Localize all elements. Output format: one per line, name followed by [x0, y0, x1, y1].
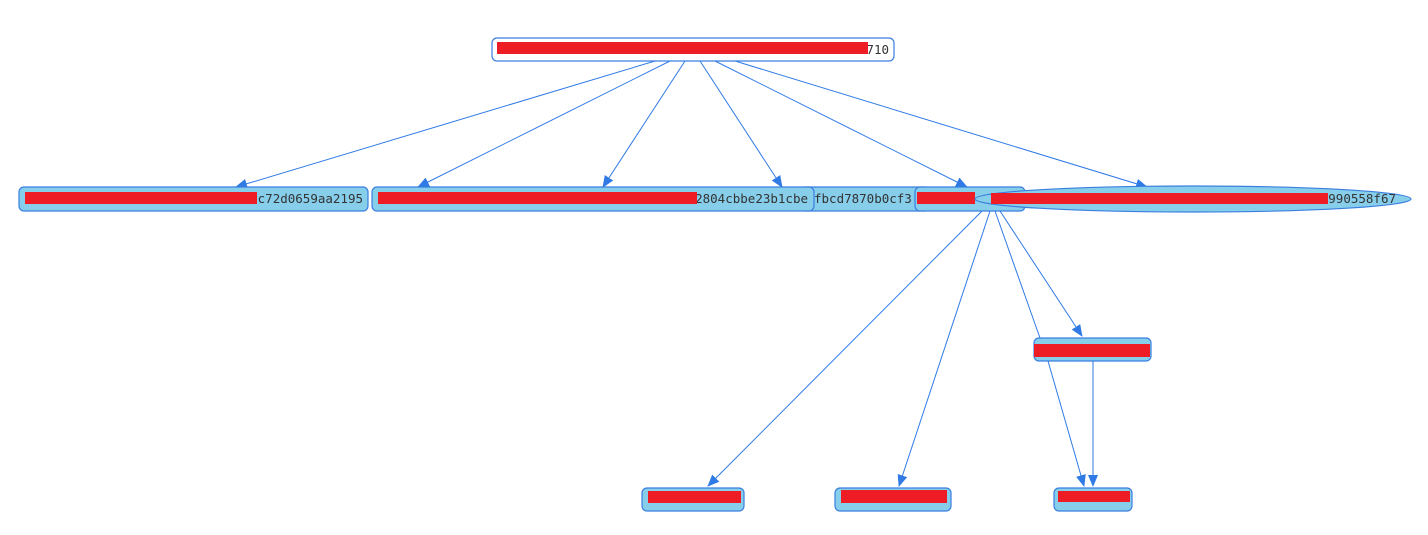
graph-node-ellipse[interactable]: 990558f67: [974, 185, 1412, 213]
graph-node[interactable]: [1033, 337, 1152, 362]
edge: [994, 210, 1084, 486]
edge: [714, 60, 968, 188]
redaction: [1034, 344, 1150, 357]
node-label: 990558f67: [1328, 191, 1396, 206]
root-node[interactable]: 710: [491, 37, 895, 62]
graph-node[interactable]: fbcd7870b0cf3: [799, 186, 931, 212]
graph-node[interactable]: [834, 487, 952, 512]
redaction: [497, 42, 868, 54]
redaction: [25, 192, 257, 204]
graph-node[interactable]: [1053, 487, 1133, 512]
edge: [699, 60, 783, 188]
edges: [235, 60, 1148, 487]
graph-node[interactable]: c72d0659aa2195: [18, 186, 369, 212]
node-label: fbcd7870b0cf3: [814, 191, 912, 206]
edge: [707, 210, 983, 487]
edge: [235, 60, 656, 189]
node-label: 2804cbbe23b1cbe: [695, 191, 808, 206]
edge: [999, 210, 1083, 337]
redaction: [1058, 491, 1130, 502]
redaction: [378, 192, 697, 204]
edge: [897, 210, 991, 487]
node-label: 710: [866, 42, 889, 57]
edge: [602, 60, 686, 188]
edge: [417, 60, 671, 188]
redaction: [841, 490, 947, 503]
redaction: [648, 491, 741, 503]
graph-node[interactable]: [641, 487, 745, 512]
redaction: [917, 192, 975, 204]
graph-node[interactable]: 2804cbbe23b1cbe: [371, 186, 815, 212]
redaction: [991, 193, 1328, 204]
node-label: c72d0659aa2195: [258, 191, 363, 206]
edge: [734, 60, 1148, 189]
